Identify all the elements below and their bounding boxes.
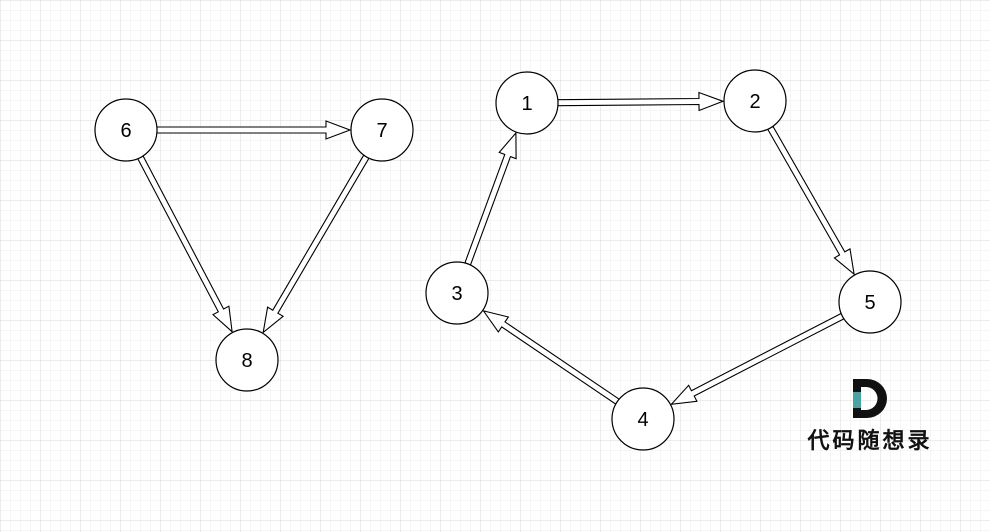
node-label: 3 (451, 283, 462, 305)
edge-arrow-1-to-2 (557, 91, 725, 112)
node-label: 5 (864, 292, 875, 314)
edges (137, 91, 855, 406)
node-circle (611, 387, 675, 451)
nodes: 1 2 3 4 5 6 7 8 (94, 69, 902, 451)
node-circle (215, 328, 279, 392)
edge-arrow-3-to-1 (464, 131, 517, 266)
node-circle (495, 71, 559, 135)
node-circle (425, 261, 489, 325)
node-1: 1 (495, 71, 559, 135)
logo-d-mark (853, 379, 888, 418)
edge-arrow-6-to-8 (137, 155, 233, 334)
node-6: 6 (94, 98, 158, 162)
logo: 代码随想录 (806, 379, 932, 453)
node-8: 8 (215, 328, 279, 392)
node-7: 7 (350, 98, 414, 162)
node-5: 5 (838, 270, 902, 334)
node-label: 4 (637, 409, 648, 431)
edge-arrow-5-to-4 (670, 312, 845, 406)
edge-arrow-7-to-8 (262, 154, 370, 334)
node-circle (838, 270, 902, 334)
node-label: 6 (120, 120, 131, 142)
logo-text: 代码随想录 (806, 428, 932, 453)
node-4: 4 (611, 387, 675, 451)
edge-arrow-2-to-5 (767, 125, 855, 276)
node-circle (350, 98, 414, 162)
node-label: 7 (376, 120, 387, 142)
node-label: 8 (241, 350, 252, 372)
node-circle (94, 98, 158, 162)
edge-arrow-6-to-7 (156, 120, 352, 140)
node-label: 2 (749, 91, 760, 113)
node-circle (723, 69, 787, 133)
node-label: 1 (521, 93, 532, 115)
node-2: 2 (723, 69, 787, 133)
edge-arrow-4-to-3 (482, 310, 620, 405)
node-3: 3 (425, 261, 489, 325)
